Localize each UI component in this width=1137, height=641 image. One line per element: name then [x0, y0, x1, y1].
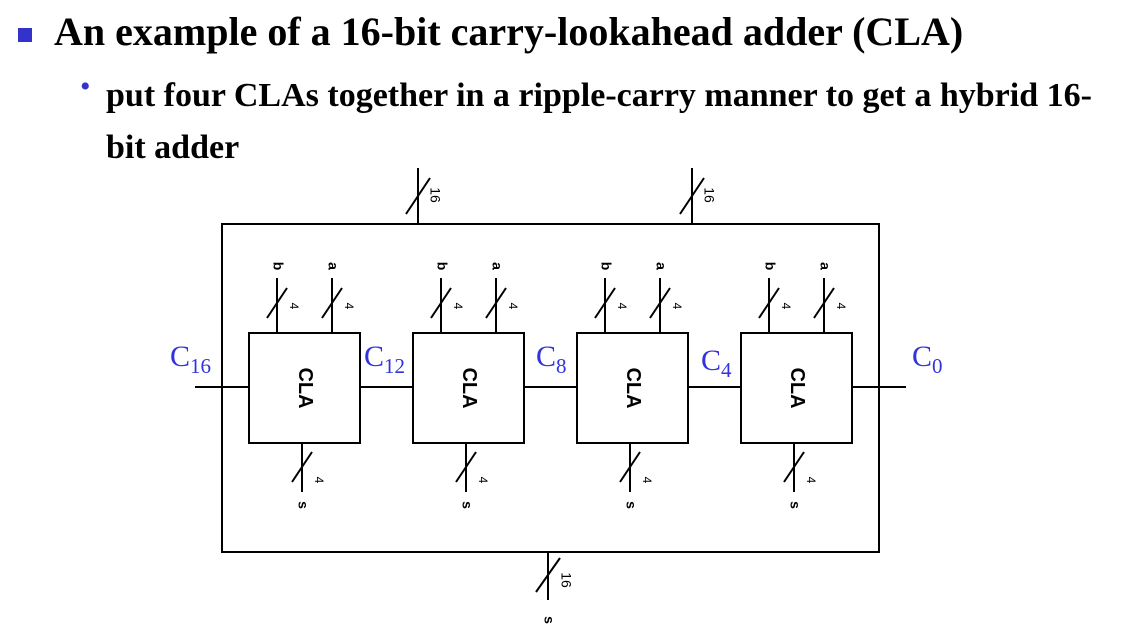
cla-output-s-label: s	[623, 501, 639, 509]
cla-output-s-width-label: 4	[804, 477, 818, 484]
cla-input-b-width-label: 4	[779, 303, 793, 310]
cla-block-label: CLA	[458, 367, 480, 408]
cla-input-a-width-label: 4	[506, 303, 520, 310]
cla-input-b-label: b	[270, 262, 286, 271]
cla-input-b-width-label: 4	[287, 303, 301, 310]
cla-input-b-label: b	[434, 262, 450, 271]
cla-block-label: CLA	[294, 367, 316, 408]
cla-input-a-label: a	[653, 262, 669, 270]
title-bullet	[18, 28, 32, 42]
top-bus-16-slash	[679, 177, 705, 215]
cla-output-s-label: s	[787, 501, 803, 509]
page-title: An example of a 16-bit carry-lookahead a…	[54, 9, 964, 54]
carry-label-c0: C0	[912, 340, 943, 378]
cla-output-s-width-label: 4	[640, 477, 654, 484]
bottom-output-s-label: s	[541, 616, 557, 624]
cla-input-a-label: a	[325, 262, 341, 270]
cla-output-s-width-label: 4	[312, 477, 326, 484]
cla-input-a-width-label: 4	[342, 303, 356, 310]
cla-input-b-slash	[594, 287, 616, 319]
cla-block	[412, 332, 525, 444]
cla-input-b-slash	[758, 287, 780, 319]
bottom-bus-16-label: 16	[558, 572, 574, 588]
cla-output-s-label: s	[459, 501, 475, 509]
page-subtitle: put four CLAs together in a ripple-carry…	[106, 77, 1092, 166]
cla-input-b-label: b	[598, 262, 614, 271]
carry-label-c16: C16	[170, 340, 211, 378]
cla-block	[740, 332, 853, 444]
cla-input-a-label: a	[489, 262, 505, 270]
cla-input-b-slash	[266, 287, 288, 319]
carry-label-c12: C12	[364, 340, 405, 378]
cla-input-a-width-label: 4	[834, 303, 848, 310]
subtitle-bullet: •	[80, 70, 91, 103]
cla-input-a-slash	[321, 287, 343, 319]
cla-output-s-slash	[455, 451, 477, 483]
cla-input-b-width-label: 4	[451, 303, 465, 310]
cla-input-a-label: a	[817, 262, 833, 270]
carry-label-c8: C8	[536, 340, 567, 378]
cla-output-s-slash	[619, 451, 641, 483]
top-bus-16-label: 16	[701, 187, 717, 203]
cla-output-s-label: s	[295, 501, 311, 509]
cla-input-b-width-label: 4	[615, 303, 629, 310]
cla-output-s-slash	[783, 451, 805, 483]
top-bus-16-slash	[405, 177, 431, 215]
top-bus-16-label: 16	[427, 187, 443, 203]
carry-label-c4: C4	[701, 344, 732, 382]
cla-block	[576, 332, 689, 444]
cla-input-a-width-label: 4	[670, 303, 684, 310]
cla-output-s-width-label: 4	[476, 477, 490, 484]
cla-input-a-slash	[813, 287, 835, 319]
cla-input-a-slash	[485, 287, 507, 319]
cla-input-b-slash	[430, 287, 452, 319]
cla-output-s-slash	[291, 451, 313, 483]
cla-input-b-label: b	[762, 262, 778, 271]
cla-input-a-slash	[649, 287, 671, 319]
cla-block-label: CLA	[622, 367, 644, 408]
cla-block-label: CLA	[786, 367, 808, 408]
bottom-bus-16-slash	[535, 557, 561, 593]
